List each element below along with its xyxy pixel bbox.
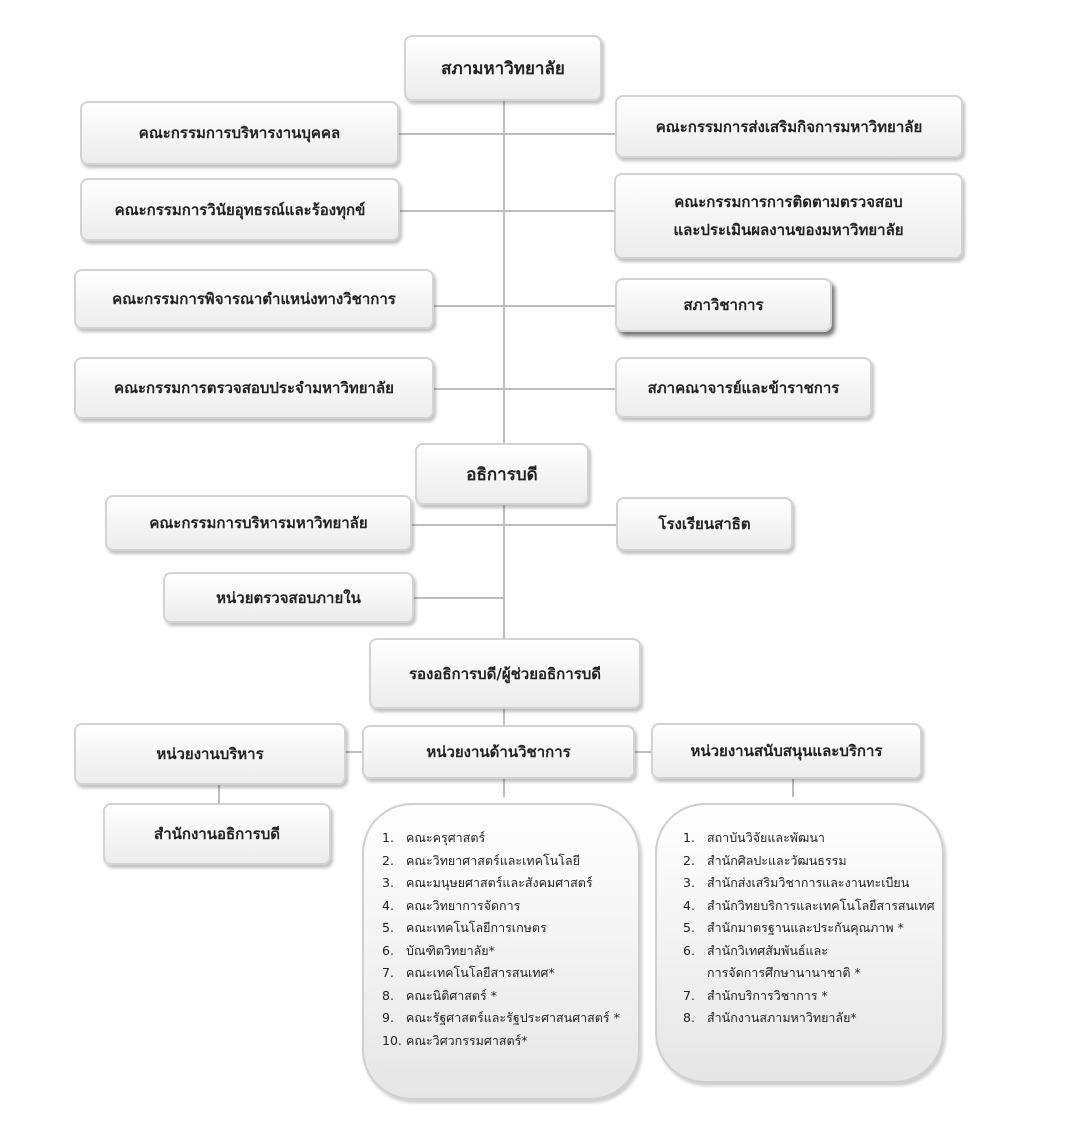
item-number: 8. [382, 987, 394, 1003]
item-number: 3. [683, 875, 695, 890]
connector-line [218, 785, 220, 803]
item-number: 1. [683, 830, 695, 845]
list-item: 8. สำนักงานสภามหาวิทยาลัย* [683, 1007, 942, 1030]
faculty-senate-box: สภาคณาจารย์และข้าราชการ [615, 357, 872, 418]
connector-line [503, 101, 505, 725]
connector-line [412, 524, 616, 526]
list-item: 5. สำนักมาตรฐานและประกันคุณภาพ * [683, 917, 942, 940]
item-label: สำนักมาตรฐานและประกันคุณภาพ * [707, 920, 904, 935]
evaluation-committee-box: คณะกรรมการการติดตามตรวจสอบ และประเมินผลง… [614, 173, 963, 259]
item-number: 8. [683, 1010, 695, 1025]
connector-line [400, 210, 614, 212]
item-label: คณะนิติศาสตร์ * [406, 987, 497, 1003]
item-label: สำนักวิเทศสัมพันธ์และ [707, 942, 828, 958]
connector-line [346, 751, 362, 753]
item-number: 10. [382, 1032, 402, 1048]
item-label: คณะวิทยาศาสตร์และเทคโนโลยี [406, 852, 580, 868]
item-label: คณะครุศาสตร์ [406, 830, 486, 845]
list-item: 4. คณะวิทยาการจัดการ [382, 895, 638, 918]
president-office-box: สำนักงานอธิการบดี [103, 803, 331, 865]
item-number: 2. [683, 852, 695, 868]
list-item: 3. คณะมนุษยศาสตร์และสังคมศาสตร์ [382, 872, 638, 895]
list-item: การจัดการศึกษานานาชาติ * [683, 962, 942, 985]
academic-senate-box: สภาวิชาการ [615, 278, 832, 332]
list-item: 7. สำนักบริการวิชาการ * [683, 985, 942, 1008]
list-item: 7. คณะเทคโนโลยีสารสนเทศ* [382, 962, 638, 985]
item-number: 4. [683, 897, 695, 913]
academic-position-committee-box: คณะกรรมการพิจารณาตำแหน่งทางวิชาการ [74, 269, 434, 329]
demonstration-school-box: โรงเรียนสาธิต [616, 497, 793, 551]
list-item: 6. สำนักวิเทศสัมพันธ์และ [683, 940, 942, 963]
personnel-committee-box: คณะกรรมการบริหารงานบุคคล [80, 101, 399, 165]
list-item: 1. คณะครุศาสตร์ [382, 827, 638, 850]
president-box: อธิการบดี [415, 443, 589, 505]
item-number: 9. [382, 1010, 394, 1025]
item-number: 5. [382, 920, 394, 935]
connector-line [399, 133, 615, 135]
item-number: 6. [683, 942, 695, 958]
list-item: 9. คณะรัฐศาสตร์และรัฐประศาสนศาสตร์ * [382, 1007, 638, 1030]
list-item: 8. คณะนิติศาสตร์ * [382, 985, 638, 1008]
item-label: สำนักวิทยบริการและเทคโนโลยีสารสนเทศ [707, 897, 935, 913]
academic-unit-box: หน่วยงานด้านวิชาการ [362, 725, 635, 779]
connector-line [503, 779, 505, 797]
item-label: สำนักศิลปะและวัฒนธรรม [707, 852, 847, 868]
connector-line [434, 388, 615, 390]
item-number: 5. [683, 920, 695, 935]
item-number: 7. [382, 965, 394, 980]
item-label: สำนักงานสภามหาวิทยาลัย* [707, 1010, 857, 1025]
item-number: 6. [382, 942, 394, 958]
item-number: 2. [382, 852, 394, 868]
list-item: 10.คณะวิศวกรรมศาสตร์* [382, 1030, 638, 1053]
item-label: สำนักส่งเสริมวิชาการและงานทะเบียน [707, 875, 910, 890]
item-number: 3. [382, 875, 394, 890]
discipline-committee-box: คณะกรรมการวินัยอุทธรณ์และร้องทุกข์ [80, 178, 400, 241]
item-label: คณะมนุษยศาสตร์และสังคมศาสตร์ [406, 875, 593, 890]
list-item: 2. คณะวิทยาศาสตร์และเทคโนโลยี [382, 850, 638, 873]
list-item: 5. คณะเทคโนโลยีการเกษตร [382, 917, 638, 940]
item-label: สำนักบริการวิชาการ * [707, 987, 828, 1003]
internal-audit-box: หน่วยตรวจสอบภายใน [163, 572, 414, 623]
connector-line [434, 305, 615, 307]
executive-committee-box: คณะกรรมการบริหารมหาวิทยาลัย [105, 495, 412, 551]
list-item: 1. สถาบันวิจัยและพัฒนา [683, 827, 942, 850]
list-item: 3. สำนักส่งเสริมวิชาการและงานทะเบียน [683, 872, 942, 895]
support-units-list: 1. สถาบันวิจัยและพัฒนา 2. สำนักศิลปะและวัฒน… [655, 803, 944, 1083]
promotion-committee-box: คณะกรรมการส่งเสริมกิจการมหาวิทยาลัย [615, 95, 963, 158]
connector-line [635, 751, 651, 753]
university-council-box: สภามหาวิทยาลัย [404, 35, 602, 101]
list-item: 2. สำนักศิลปะและวัฒนธรรม [683, 850, 942, 873]
list-item: 4. สำนักวิทยบริการและเทคโนโลยีสารสนเทศ [683, 895, 942, 918]
audit-committee-box: คณะกรรมการตรวจสอบประจำมหาวิทยาลัย [74, 357, 434, 419]
list-item: 6. บัณฑิตวิทยาลัย* [382, 940, 638, 963]
vice-president-box: รองอธิการบดี/ผู้ช่วยอธิการบดี [369, 638, 641, 709]
item-label: การจัดการศึกษานานาชาติ * [707, 965, 861, 980]
item-label: คณะรัฐศาสตร์และรัฐประศาสนศาสตร์ * [406, 1010, 620, 1025]
connector-line [414, 597, 504, 599]
item-label: สถาบันวิจัยและพัฒนา [707, 830, 825, 845]
item-label: คณะเทคโนโลยีสารสนเทศ* [406, 965, 555, 980]
connector-line [792, 779, 794, 797]
support-unit-box: หน่วยงานสนับสนุนและบริการ [651, 723, 922, 779]
item-number: 4. [382, 897, 394, 913]
academic-units-list: 1. คณะครุศาสตร์ 2. คณะวิทยาศาสตร์และเทคโนโล… [362, 803, 640, 1100]
item-label: คณะเทคโนโลยีการเกษตร [406, 920, 547, 935]
admin-unit-box: หน่วยงานบริหาร [74, 723, 346, 785]
item-label: บัณฑิตวิทยาลัย* [406, 942, 495, 958]
item-number: 1. [382, 830, 394, 845]
item-label: คณะวิทยาการจัดการ [406, 897, 521, 913]
item-number: 7. [683, 987, 695, 1003]
item-label: คณะวิศวกรรมศาสตร์* [406, 1032, 528, 1048]
